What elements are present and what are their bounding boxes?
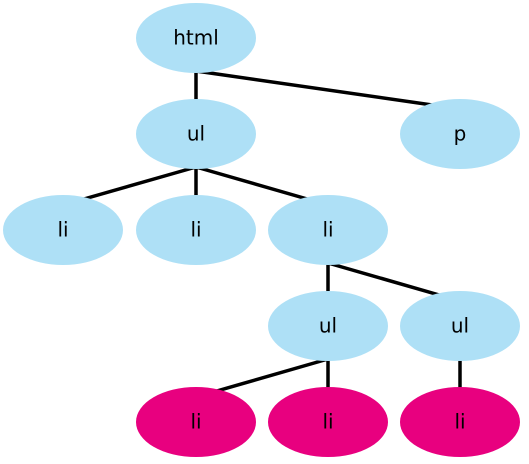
tree-node-li-3: li [268, 195, 388, 265]
tree-node-ul-2: ul [268, 291, 388, 361]
node-ellipse [268, 195, 388, 265]
node-ellipse [268, 291, 388, 361]
node-ellipse [136, 195, 256, 265]
node-label: ul [451, 314, 469, 338]
node-label: li [190, 410, 201, 434]
tree-node-li-1: li [3, 195, 123, 265]
tree-node-html: html [136, 3, 256, 73]
tree-node-li-4: li [136, 387, 256, 457]
node-label: li [322, 410, 333, 434]
tree-node-ul-3: ul [400, 291, 520, 361]
tree-node-li-2: li [136, 195, 256, 265]
node-label: ul [319, 314, 337, 338]
node-ellipse [136, 387, 256, 457]
tree-node-li-5: li [268, 387, 388, 457]
node-label: li [454, 410, 465, 434]
edge-html-to-p [195, 69, 461, 111]
node-ellipse [136, 99, 256, 169]
tree-node-li-6: li [400, 387, 520, 457]
node-label: li [322, 218, 333, 242]
node-ellipse [3, 195, 123, 265]
node-label: li [190, 218, 201, 242]
tree-node-p: p [400, 99, 520, 169]
node-ellipse [268, 387, 388, 457]
node-label: ul [187, 122, 205, 146]
node-ellipse [136, 3, 256, 73]
tree-nodes: html ul p li li li ul ul li li li [3, 3, 520, 457]
node-ellipse [400, 99, 520, 169]
node-label: html [173, 26, 219, 50]
node-ellipse [400, 387, 520, 457]
node-label: li [57, 218, 68, 242]
tree-node-ul-1: ul [136, 99, 256, 169]
node-label: p [454, 122, 467, 146]
node-ellipse [400, 291, 520, 361]
